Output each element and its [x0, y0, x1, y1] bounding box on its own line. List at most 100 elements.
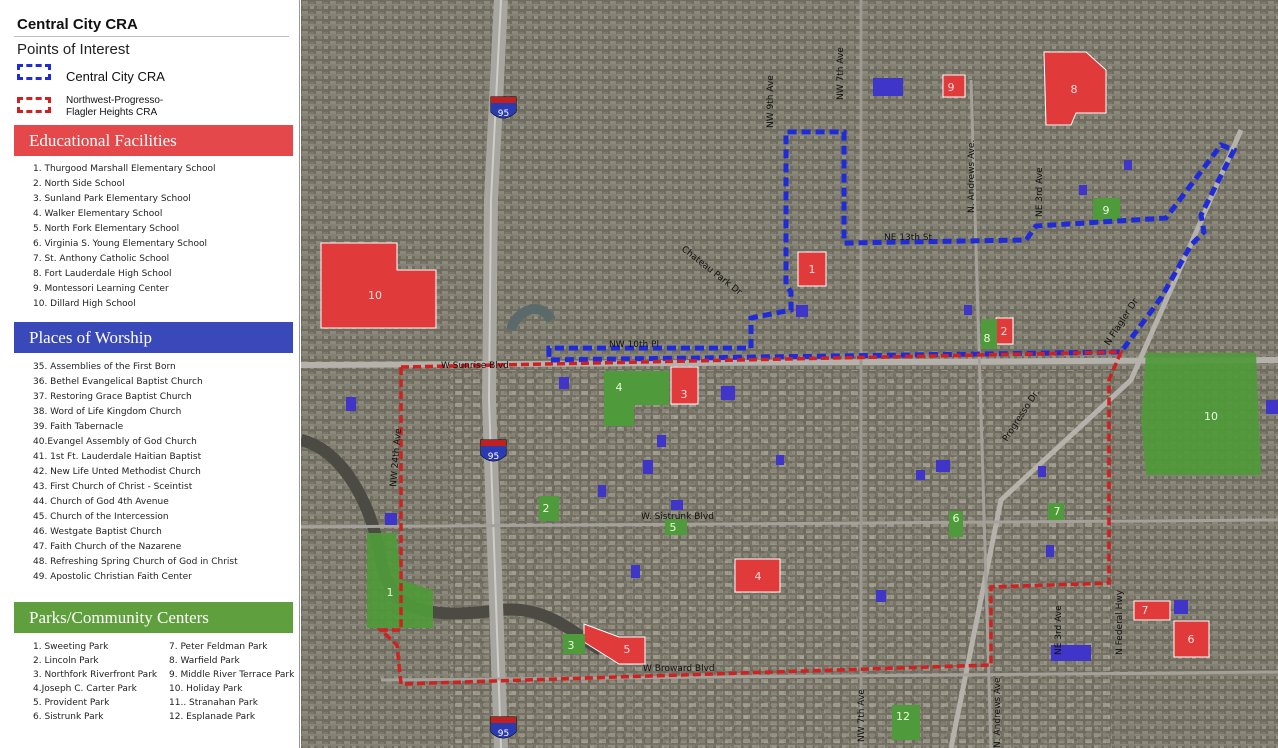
place-of-worship-item: 49. Apostolic Christian Faith Center [33, 572, 192, 582]
church-marker[interactable] [1124, 160, 1132, 170]
church-marker[interactable] [936, 460, 950, 472]
road-label-w-sistrunk-blvd: W. Sistrunk Blvd [641, 512, 714, 522]
place-of-worship-item: 39. Faith Tabernacle [33, 422, 124, 432]
church-marker[interactable] [559, 377, 569, 389]
park-label: 4 [616, 381, 623, 394]
park-item: 8. Warfield Park [169, 656, 240, 666]
place-of-worship-item: 42. New Life Unted Methodist Church [33, 467, 201, 477]
school-label: 7 [1142, 604, 1149, 617]
park-item: 2. Lincoln Park [33, 656, 99, 666]
park-2-area[interactable] [539, 496, 559, 521]
park-labels: 1 2 3 4 5 6 7 8 9 10 12 [387, 204, 1219, 723]
place-of-worship-item: 38. Word of Life Kingdom Church [33, 407, 182, 417]
educational-facility-item: 1. Thurgood Marshall Elementary School [33, 164, 216, 174]
church-marker[interactable] [1046, 545, 1054, 557]
divider [14, 36, 289, 37]
school-6-area[interactable] [1173, 620, 1210, 658]
park-label: 10 [1204, 410, 1218, 423]
park-item: 10. Holiday Park [169, 684, 243, 694]
church-marker[interactable] [385, 513, 397, 525]
central-city-boundary-label: Central City CRA [66, 69, 165, 84]
church-marker[interactable] [657, 435, 666, 447]
park-8-area[interactable] [981, 319, 997, 349]
downtown-imagery [451, 370, 1111, 748]
park-1-area[interactable] [367, 533, 433, 628]
park-item: 6. Sistrunk Park [33, 712, 104, 722]
park-item: 11.. Stranahan Park [169, 698, 258, 708]
park-4-area[interactable] [604, 371, 669, 426]
place-of-worship-item: 47. Faith Church of the Nazarene [33, 542, 182, 552]
educational-facility-item: 6. Virginia S. Young Elementary School [33, 239, 208, 249]
church-marker[interactable] [876, 590, 886, 602]
educational-facilities-header: Educational Facilities [14, 125, 293, 156]
park-6-area[interactable] [949, 511, 963, 537]
road-label-n-andrews-ave-north: N. Andrews Ave. [967, 140, 977, 213]
parks-layer [367, 198, 1261, 740]
church-marker[interactable] [721, 386, 735, 400]
school-4-area[interactable] [734, 558, 781, 593]
park-label: 5 [670, 521, 677, 534]
northwest-progresso-cra-boundary[interactable] [376, 350, 1124, 686]
park-3-area[interactable] [563, 634, 585, 654]
church-marker[interactable] [916, 470, 925, 480]
school-8-area[interactable] [1043, 51, 1107, 126]
school-label: 1 [809, 263, 816, 276]
park-12-area[interactable] [892, 705, 920, 740]
road-label-nw-7th-ave-south: NW 7th Ave [857, 689, 867, 742]
school-label: 2 [1001, 325, 1008, 338]
church-marker[interactable] [1038, 466, 1046, 477]
place-of-worship-item: 44. Church of God 4th Avenue [33, 497, 169, 507]
map-canvas[interactable]: 95 95 95 1 2 3 4 5 6 7 8 9 10 1 2 3 4 5 … [301, 0, 1278, 748]
church-marker[interactable] [346, 397, 356, 411]
educational-facility-item: 4. Walker Elementary School [33, 209, 163, 219]
park-item: 3. Northfork Riverfront Park [33, 670, 158, 680]
church-marker[interactable] [776, 455, 784, 465]
road-label-nw-10th-pl: NW 10th Pl [609, 340, 659, 350]
road-label-ne-13th-st: NE 13th St [884, 233, 933, 243]
school-7-area[interactable] [1133, 600, 1171, 621]
place-of-worship-item: 48. Refreshing Spring Church of God in C… [33, 557, 238, 567]
educational-facility-item: 10. Dillard High School [33, 299, 136, 309]
educational-facility-item: 2. North Side School [33, 179, 125, 189]
park-5-area[interactable] [665, 519, 687, 535]
church-marker[interactable] [631, 565, 640, 578]
church-marker[interactable] [1079, 185, 1087, 195]
church-marker[interactable] [643, 460, 653, 474]
road-label-nw-7th-ave: NW 7th Ave [836, 47, 846, 100]
church-marker[interactable] [1266, 400, 1278, 414]
park-item: 4.Joseph C. Carter Park [33, 684, 137, 694]
school-label: 10 [368, 289, 382, 302]
school-3-area[interactable] [670, 366, 699, 405]
church-marker[interactable] [1174, 600, 1188, 614]
place-of-worship-item: 35. Assemblies of the First Born [33, 362, 176, 372]
church-marker[interactable] [598, 485, 606, 497]
park-10-area[interactable] [1141, 353, 1261, 475]
park-item: 12. Esplanade Park [169, 712, 256, 722]
church-marker[interactable] [796, 305, 808, 317]
school-10-area[interactable] [320, 242, 437, 329]
road-label-n-federal-hwy: N Federal Hwy [1115, 589, 1125, 655]
road-label-w-broward-blvd: W Broward Blvd [643, 664, 715, 674]
svg-text:95: 95 [498, 729, 509, 739]
school-1-area[interactable] [797, 251, 827, 287]
school-9-area[interactable] [942, 74, 966, 98]
church-marker[interactable] [671, 500, 683, 510]
school-label: 8 [1071, 83, 1078, 96]
educational-facility-item: 3. Sunland Park Elementary School [33, 194, 191, 204]
map-view[interactable]: 95 95 95 1 2 3 4 5 6 7 8 9 10 1 2 3 4 5 … [301, 0, 1278, 748]
park-label: 9 [1103, 204, 1110, 217]
church-marker[interactable] [873, 78, 903, 96]
park-label: 7 [1054, 505, 1061, 518]
church-marker[interactable] [1051, 645, 1091, 661]
churches-layer [346, 78, 1278, 661]
park-9-area[interactable] [1093, 198, 1120, 220]
legend-panel: Central City CRA Points of Interest Cent… [0, 0, 300, 748]
park-label: 12 [896, 710, 910, 723]
legend-title: Central City CRA [17, 16, 138, 33]
school-labels: 1 2 3 4 5 6 7 8 9 10 [368, 81, 1195, 656]
church-marker[interactable] [964, 305, 972, 315]
park-7-area[interactable] [1048, 503, 1064, 520]
central-city-cra-boundary[interactable] [546, 129, 1238, 363]
